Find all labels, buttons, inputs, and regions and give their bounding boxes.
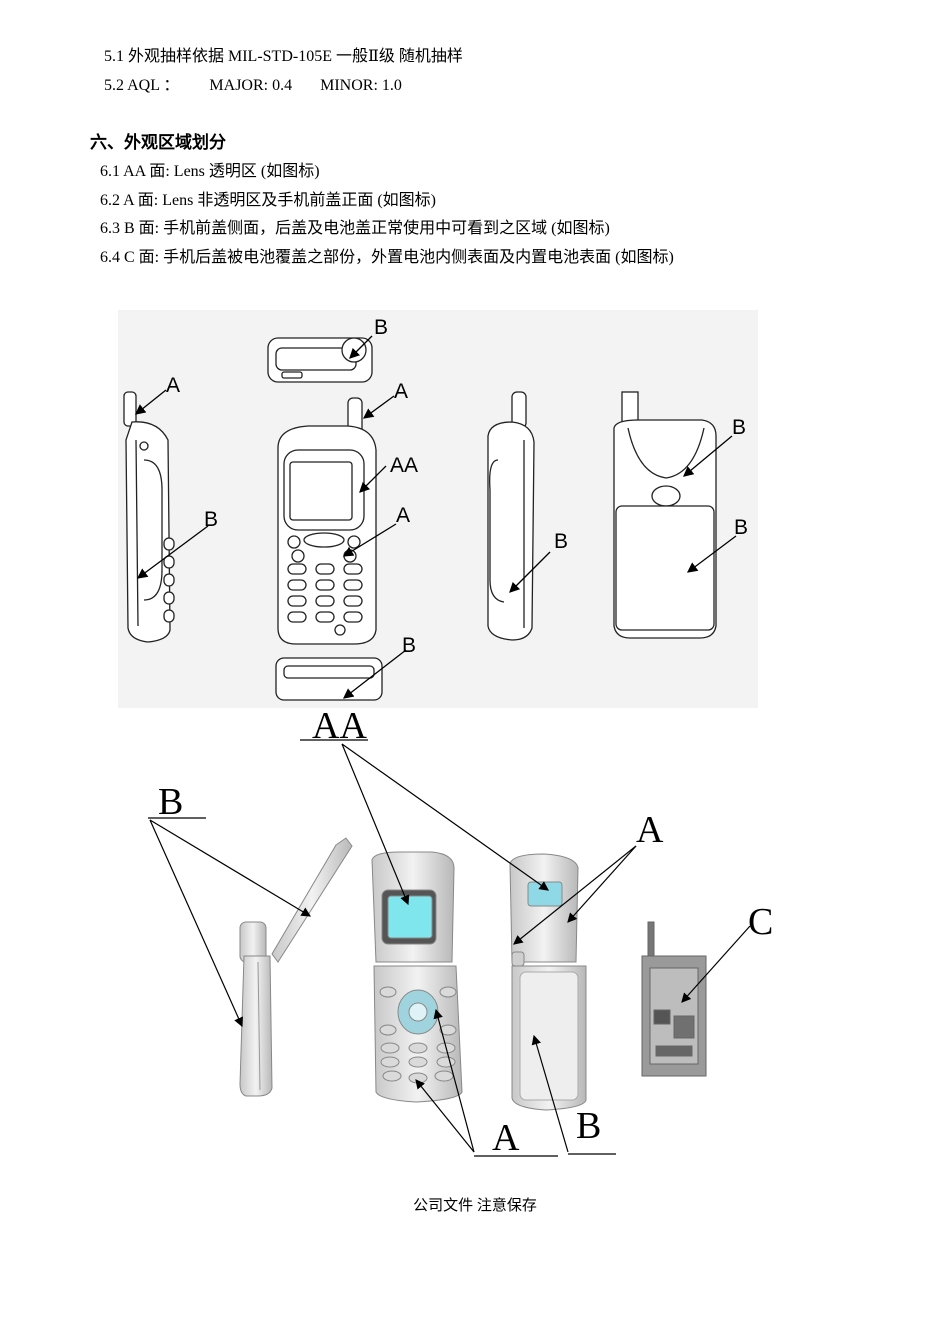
flip-phone-diagram: AA B A C A B	[148, 705, 773, 1159]
external-lcd	[527, 881, 563, 907]
label-front-a-antenna: A	[394, 380, 408, 403]
label-front-a-keys: A	[396, 504, 410, 527]
section-6-item-2: 6.2 A 面: Lens 非透明区及手机前盖正面 (如图标)	[100, 192, 436, 209]
flip-phone-side-photo	[239, 837, 353, 1097]
top-view-drawing	[267, 337, 373, 383]
aql-minor: MINOR: 1.0	[320, 77, 402, 94]
label-a-bottom: A	[492, 1117, 520, 1159]
right-side-view-drawing	[487, 391, 535, 641]
section-6-item-4: 6.4 C 面: 手机后盖被电池覆盖之部份，外置电池内侧表面及内置电池表面 (如…	[100, 249, 674, 266]
label-b-left: B	[158, 781, 183, 823]
label-back-b-upper: B	[732, 416, 746, 439]
section-6-item-3: 6.3 B 面: 手机前盖侧面，后盖及电池盖正常使用中可看到之区域 (如图标)	[100, 220, 610, 237]
label-a-right: A	[636, 809, 664, 851]
label-c: C	[748, 901, 773, 943]
flip-phone-closed-photo	[509, 853, 587, 1111]
back-view-drawing	[613, 391, 717, 639]
bar-phone-diagram: B A B A AA A B B B B	[118, 310, 758, 708]
front-view-drawing	[277, 397, 377, 645]
bottom-view-drawing	[275, 657, 383, 701]
label-back-b-lower: B	[734, 516, 748, 539]
sampling-line-1: 5.1 外观抽样依据 MIL-STD-105E 一般Ⅱ级 随机抽样	[104, 48, 463, 65]
left-side-view-drawing	[123, 391, 175, 643]
flip-phone-open-photo	[371, 851, 463, 1103]
label-top-b: B	[374, 316, 388, 339]
label-b-bottom: B	[576, 1105, 601, 1147]
aql-label: 5.2 AQL ：	[104, 77, 180, 94]
label-aa: AA	[312, 705, 367, 747]
sampling-line-2: 5.2 AQL ： MAJOR: 0.4 MINOR: 1.0	[104, 71, 402, 95]
page-footer: 公司文件 注意保存	[413, 1198, 537, 1214]
aql-major: MAJOR: 0.4	[209, 77, 293, 94]
section-6-title: 六、外观区域划分	[90, 133, 226, 152]
internal-board-photo	[641, 921, 707, 1077]
label-front-b-bottom: B	[402, 634, 416, 657]
label-front-aa: AA	[390, 454, 418, 477]
main-lcd	[387, 895, 433, 939]
label-left-b: B	[204, 508, 218, 531]
label-left-a: A	[166, 374, 180, 397]
section-6-item-1: 6.1 AA 面: Lens 透明区 (如图标)	[100, 163, 320, 180]
label-side-b: B	[554, 530, 568, 553]
